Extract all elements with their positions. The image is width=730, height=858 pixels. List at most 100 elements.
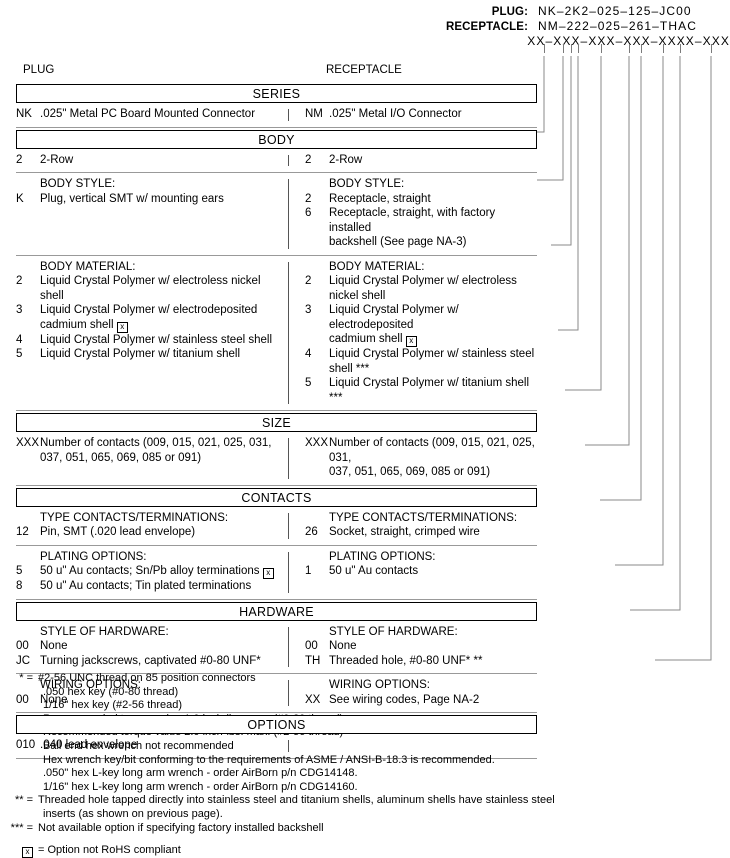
option-group: NK.025" Metal PC Board Mounted Connector — [16, 107, 284, 122]
option-code: NK — [16, 108, 32, 120]
receptacle-part-number: NM–222–025–261–THAC — [538, 19, 697, 33]
option-text-continuation: cadmium shell x — [16, 318, 284, 333]
option-code: 8 — [16, 580, 23, 592]
option-code: 5 — [16, 348, 23, 360]
plug-label: PLUG: — [491, 6, 528, 18]
option-text: Liquid Crystal Polymer w/ electrodeposit… — [329, 304, 459, 331]
option-row[interactable]: 8 50 u" Au contacts; Tin plated terminati… — [16, 579, 284, 594]
plug-cell: 010.040 lead envelope — [16, 734, 288, 758]
option-text-continuation: backshell (See page NA-3) — [329, 236, 467, 248]
footnote-line: #2-56 UNC thread on 85 position connecto… — [38, 672, 256, 684]
option-text: None — [40, 640, 68, 652]
footnote-line: .050 hex key (#0-80 thread) — [43, 685, 179, 698]
rohs-legend: x= Option not RoHS compliant — [0, 844, 730, 858]
option-code: TH — [305, 654, 321, 667]
rohs-warning-icon: x — [262, 568, 274, 579]
option-text: 2-Row — [40, 153, 74, 166]
option-text: 50 u" Au contacts; Tin plated terminatio… — [40, 580, 252, 592]
option-code: 2 — [305, 153, 312, 166]
footnote-line: 1/16" hex L-key long arm wrench - order … — [43, 780, 358, 793]
option-text: 50 u" Au contacts — [329, 565, 419, 577]
option-group-header: STYLE OF HARDWARE: — [329, 625, 458, 638]
option-code: 12 — [16, 526, 29, 538]
leader-line-1 — [537, 56, 545, 133]
part-number-tick-marks — [0, 44, 730, 56]
option-text: Liquid Crystal Polymer w/ stainless stee… — [40, 333, 273, 346]
leader-line-7 — [600, 56, 642, 501]
option-code: XXX — [16, 437, 40, 449]
option-row[interactable]: NM .025" Metal I/O Connector — [305, 107, 537, 122]
option-row[interactable]: NK.025" Metal PC Board Mounted Connector — [16, 107, 284, 122]
option-group-header: PLATING OPTIONS: — [40, 550, 147, 563]
option-row[interactable]: 010.040 lead envelope — [16, 738, 284, 753]
option-group-header: PLATING OPTIONS: — [329, 550, 436, 563]
generic-part-number-pattern: XX–XXX–XXX–XXX–XXXX–XXX — [527, 34, 730, 48]
leader-line-5 — [565, 56, 602, 391]
option-row[interactable]: 4 Liquid Crystal Polymer w/ stainless ste… — [16, 333, 284, 348]
option-group-header: BODY STYLE: — [329, 178, 405, 190]
receptacle-cell — [288, 734, 537, 758]
column-titles: PLUG RECEPTACLE — [16, 64, 537, 82]
option-text: See wiring codes, Page NA-2 — [329, 693, 480, 706]
option-text-continuation: 037, 051, 065, 069, 085 or 091) — [329, 466, 491, 478]
option-code: 6 — [305, 207, 312, 219]
tick-10 — [711, 44, 712, 53]
option-code: NM — [305, 108, 323, 120]
leader-line-2 — [537, 56, 564, 181]
option-row[interactable]: 2 2-Row — [305, 153, 537, 168]
section-header-options: OPTIONS — [16, 715, 537, 734]
option-group-header: WIRING OPTIONS: — [40, 679, 141, 691]
option-code: 26 — [305, 526, 318, 538]
section-header-size: SIZE — [16, 413, 537, 432]
option-text: 2-Row — [329, 153, 363, 166]
option-text: .025" Metal I/O Connector — [329, 108, 462, 120]
receptacle-column-title: RECEPTACLE — [326, 64, 402, 76]
option-code: 4 — [16, 333, 23, 346]
table-row: NK.025" Metal PC Board Mounted Connector… — [16, 103, 537, 128]
option-text: 50 u" Au contacts; Sn/Pb alloy terminati… — [40, 564, 284, 579]
option-code: 00 — [305, 640, 318, 652]
section-header-body: BODY — [16, 129, 537, 149]
section-header-series: SERIES — [16, 84, 537, 103]
footnote-line: .050" hex L-key long arm wrench - order … — [43, 767, 358, 780]
option-group: 2 2-Row — [305, 153, 537, 168]
footnote-line: Hex wrench key/bit conforming to the req… — [43, 753, 495, 766]
footnote-line: 1/16" hex key (#2-56 thread) — [43, 699, 183, 712]
rohs-legend-marker: x — [0, 844, 38, 858]
